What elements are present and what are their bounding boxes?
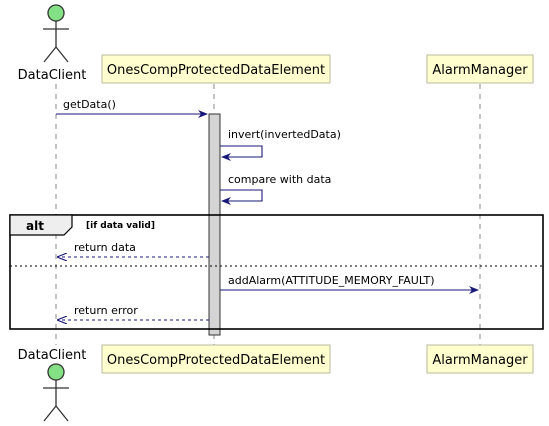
message-get-data: getData() <box>56 98 208 118</box>
participant-manager-label-bottom: AlarmManager <box>432 353 528 368</box>
participant-element-label-bottom: OnesCompProtectedDataElement <box>107 353 325 368</box>
participant-element-top: OnesCompProtectedDataElement <box>101 54 331 84</box>
participant-manager-top: AlarmManager <box>426 54 534 84</box>
participant-element-bottom: OnesCompProtectedDataElement <box>101 344 331 374</box>
message-return-data: return data <box>58 241 209 257</box>
message-return-error-label: return error <box>74 304 138 317</box>
message-invert-label: invert(invertedData) <box>228 128 341 141</box>
actor-dataclient-bottom: DataClient <box>18 348 87 422</box>
message-add-alarm: addAlarm(ATTITUDE_MEMORY_FAULT) <box>220 274 479 294</box>
message-return-data-label: return data <box>74 241 136 254</box>
message-return-error: return error <box>58 304 209 320</box>
message-get-data-label: getData() <box>63 98 116 111</box>
actor-dataclient-top: DataClient <box>18 4 87 83</box>
alt-frame-guard: [if data valid] <box>86 221 155 231</box>
message-add-alarm-label: addAlarm(ATTITUDE_MEMORY_FAULT) <box>228 274 434 287</box>
participant-manager-bottom: AlarmManager <box>426 344 534 374</box>
message-compare: compare with data <box>220 173 331 205</box>
message-compare-label: compare with data <box>228 173 331 186</box>
alt-frame: alt [if data valid] <box>9 214 544 330</box>
participant-element-label-top: OnesCompProtectedDataElement <box>107 63 325 78</box>
alt-frame-tab <box>9 214 73 236</box>
actor-label-top: DataClient <box>18 68 87 83</box>
actor-label-bottom: DataClient <box>18 348 87 363</box>
participant-manager-label-top: AlarmManager <box>432 63 528 78</box>
activation-bar <box>208 113 221 336</box>
actor-icon <box>43 363 69 422</box>
alt-frame-label: alt <box>26 219 44 233</box>
message-invert: invert(invertedData) <box>220 128 341 161</box>
actor-icon <box>43 4 69 63</box>
